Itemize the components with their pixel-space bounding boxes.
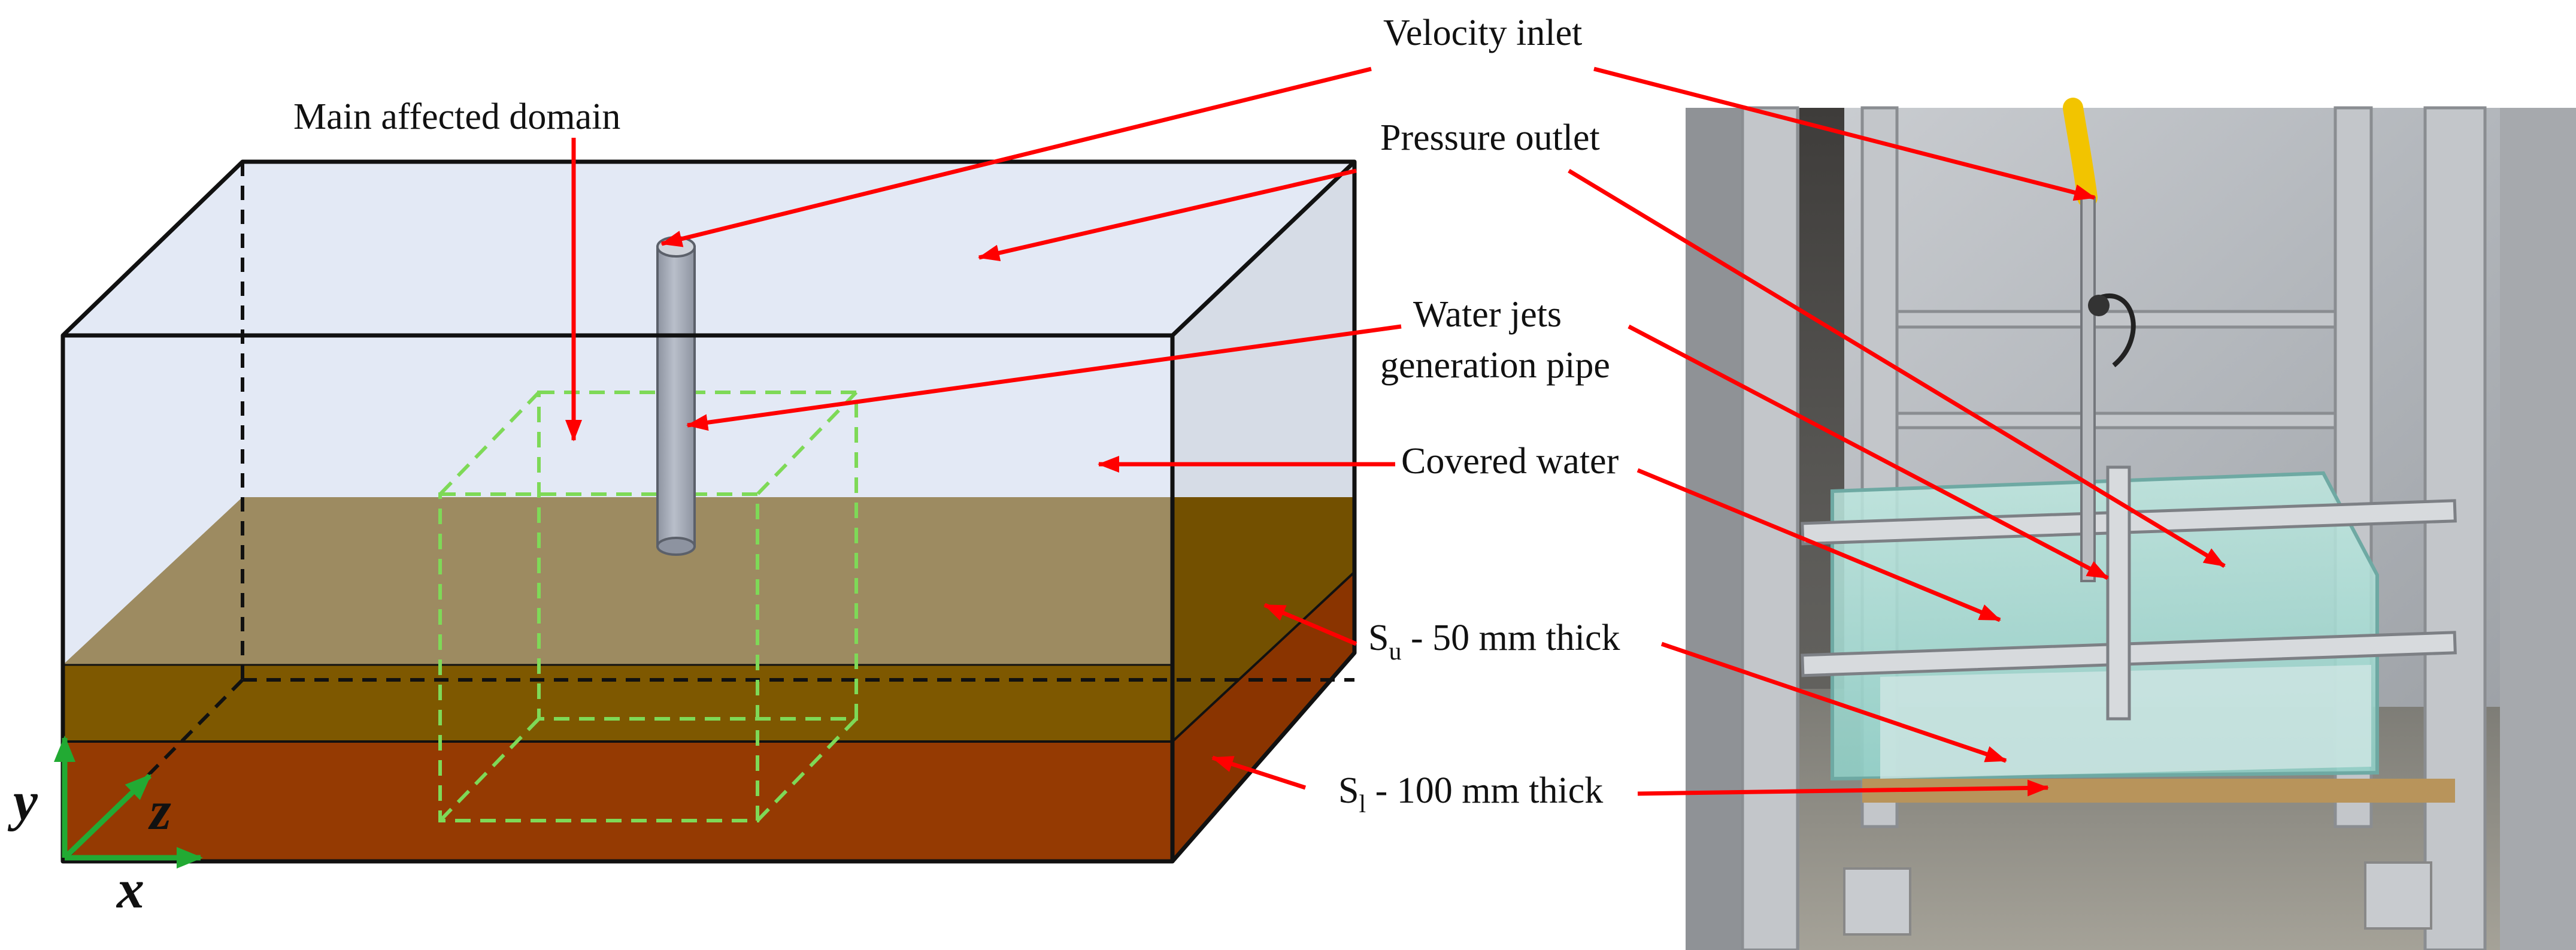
upper-soil-top-face-main xyxy=(63,497,1172,665)
sl-symbol: S xyxy=(1338,770,1359,811)
water-jets-pipe xyxy=(656,236,696,556)
arrow-velocity-inlet-to-pipe xyxy=(660,66,1372,247)
x-axis-label: x xyxy=(116,858,144,919)
experimental-photo xyxy=(1686,98,2576,950)
box-edges xyxy=(60,159,1357,864)
labels: Velocity inlet Pressure outlet Main affe… xyxy=(293,13,1620,818)
arrow-su-to-schematic xyxy=(1263,603,1357,646)
upper-soil-side-face xyxy=(1172,497,1354,742)
label-velocity-inlet: Velocity inlet xyxy=(1383,13,1582,53)
arrow-covered-water-to-photo xyxy=(1636,468,2001,622)
sl-subscript: l xyxy=(1359,791,1366,818)
arrow-sl-to-schematic xyxy=(1211,755,1307,790)
label-water-jets-line1: Water jets xyxy=(1413,294,1562,335)
arrow-su-to-photo xyxy=(1660,642,2007,763)
y-axis-label: y xyxy=(7,770,38,831)
main-affected-domain-box xyxy=(438,391,858,822)
water-side-face xyxy=(1172,162,1354,497)
arrow-water-jets-to-pipe xyxy=(686,324,1402,431)
water-top-face xyxy=(63,162,1354,335)
su-text: - 50 mm thick xyxy=(1401,618,1620,658)
sl-text: - 100 mm thick xyxy=(1366,770,1603,811)
lower-soil-side-face xyxy=(1172,572,1354,861)
arrow-pressure-outlet-to-photo xyxy=(1568,169,2226,568)
label-sl: Sl - 100 mm thick xyxy=(1338,770,1603,818)
label-covered-water: Covered water xyxy=(1401,441,1619,482)
z-axis-label: z xyxy=(148,780,171,841)
arrow-water-jets-to-photo xyxy=(1628,324,2109,580)
arrow-pressure-outlet-to-top xyxy=(978,168,1357,262)
su-subscript: u xyxy=(1389,638,1401,665)
schematic: y x z xyxy=(7,159,1357,919)
su-symbol: S xyxy=(1368,618,1389,658)
arrow-sl-to-photo xyxy=(1637,779,2049,797)
upper-soil-front-face xyxy=(63,665,1172,742)
arrow-velocity-inlet-to-photo xyxy=(1593,66,2096,201)
coordinate-axes xyxy=(54,736,203,869)
annotation-arrows xyxy=(565,66,2226,797)
label-water-jets-line2: generation pipe xyxy=(1380,345,1610,386)
label-pressure-outlet: Pressure outlet xyxy=(1380,117,1600,158)
label-su: Su - 50 mm thick xyxy=(1368,618,1620,665)
lower-soil-front-face xyxy=(63,742,1172,861)
label-main-affected-domain: Main affected domain xyxy=(293,96,620,137)
